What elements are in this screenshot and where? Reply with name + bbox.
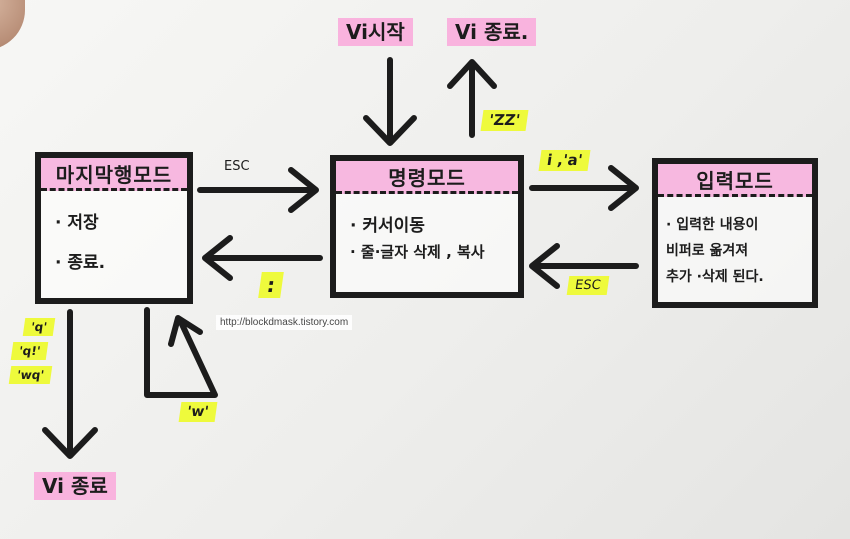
q-key-label: 'q' xyxy=(22,318,56,336)
esc-label-left: ESC xyxy=(224,159,250,174)
insert-item-line2: 비퍼로 옮겨져 xyxy=(666,243,749,259)
watermark-url: http://blockdmask.tistory.com xyxy=(216,315,353,330)
wq-key-label: 'wq' xyxy=(8,366,53,384)
arrow-start-to-command xyxy=(363,57,417,146)
lastline-mode-title: 마지막행모드 xyxy=(41,158,187,191)
arrow-command-to-end xyxy=(447,59,497,138)
q-force-key-label: 'q!' xyxy=(10,342,49,360)
command-mode-title: 명령모드 xyxy=(336,161,518,194)
command-item-delete-copy: · 줄·글자 삭제 , 복사 xyxy=(350,243,485,261)
lastline-item-save: · 저장 xyxy=(55,213,99,233)
insert-mode-title: 입력모드 xyxy=(658,164,812,197)
arrow-w-loop xyxy=(144,307,218,398)
arrow-colon-to-lastline xyxy=(202,235,323,281)
esc-label-right: ESC xyxy=(566,276,609,295)
insert-item-line3: 추가 ·삭제 된다. xyxy=(666,269,764,285)
command-mode-box: 명령모드 · 커서이동 · 줄·글자 삭제 , 복사 xyxy=(330,155,524,298)
colon-key-label: : xyxy=(258,272,284,298)
w-key-label: 'w' xyxy=(178,402,217,422)
lastline-mode-box: 마지막행모드 · 저장 · 종료. xyxy=(35,152,193,304)
vi-end-top-label: Vi 종료. xyxy=(447,18,537,46)
insert-mode-box: 입력모드 · 입력한 내용이 비퍼로 옮겨져 추가 ·삭제 된다. xyxy=(652,158,818,308)
zz-key-label: 'ZZ' xyxy=(480,110,529,131)
vi-start-label: Vi시작 xyxy=(338,18,413,46)
arrow-esc-to-command xyxy=(197,167,319,213)
ia-key-label: i ,'a' xyxy=(538,150,591,171)
arrow-ia-to-insert xyxy=(529,165,639,211)
arrow-lastline-to-end xyxy=(42,309,98,459)
arrow-esc-to-command-right xyxy=(529,243,639,289)
vi-end-bottom-label: Vi 종료 xyxy=(34,472,116,500)
insert-item-line1: · 입력한 내용이 xyxy=(666,217,759,233)
lastline-item-quit: · 종료. xyxy=(55,253,106,273)
command-item-cursor: · 커서이동 xyxy=(350,216,425,236)
